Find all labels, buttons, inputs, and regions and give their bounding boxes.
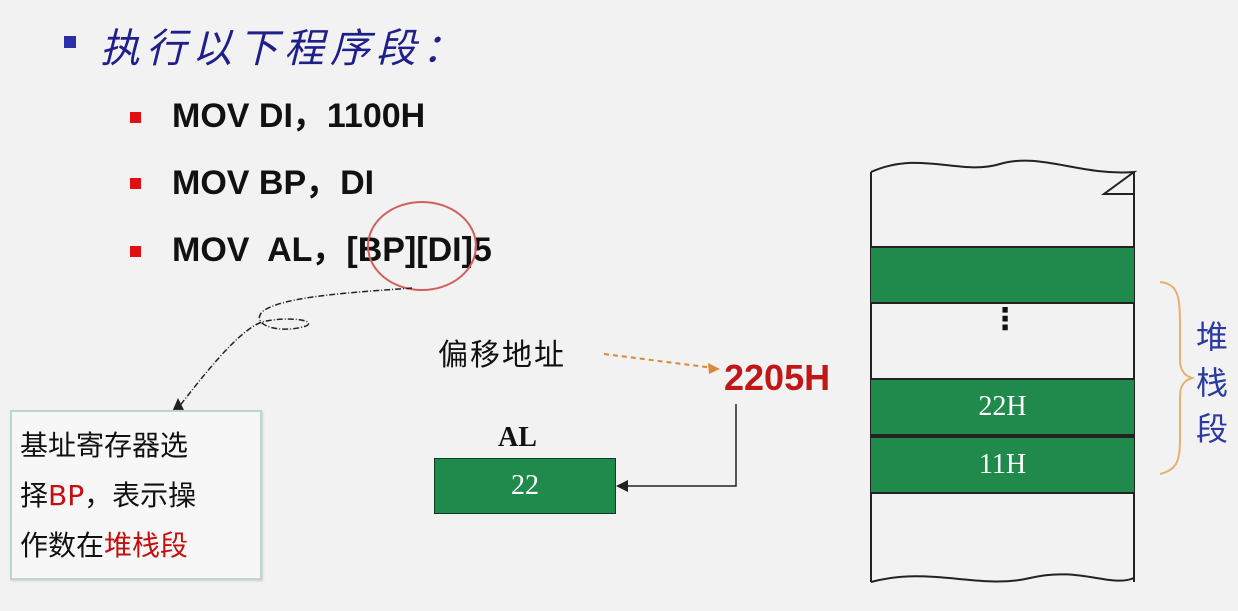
- slide-title: 执行以下程序段：: [100, 26, 468, 72]
- stack-brace: [1159, 281, 1196, 475]
- effective-address: 2205H: [724, 357, 831, 398]
- register-value-box: 22: [434, 458, 616, 514]
- note-line-3: 作数在堆栈段: [20, 529, 189, 562]
- code-line-2: MOV BP，DI: [172, 164, 375, 202]
- code-line-1: MOV DI，1100H: [172, 97, 426, 135]
- memory-ellipsis: ⋮: [990, 302, 1020, 337]
- annotation-curve: [177, 287, 413, 409]
- note-line-2: 择BP，表示操: [20, 479, 197, 512]
- memory-outline: [870, 172, 1135, 582]
- address-to-al-arrow: [624, 404, 737, 487]
- memory-cell-11h: 11H: [871, 436, 1134, 494]
- code-line-3: MOV AL，[BP][DI]5: [172, 231, 492, 269]
- code-bullet: [130, 178, 141, 189]
- annotation-arrowhead: [172, 398, 184, 412]
- note-line-1: 基址寄存器选: [20, 429, 189, 462]
- title-bullet: [64, 36, 76, 48]
- memory-cell-top: [871, 246, 1134, 304]
- register-name: AL: [498, 422, 537, 453]
- note-box: [10, 410, 262, 580]
- stack-label-char-2: 栈: [1196, 364, 1229, 402]
- bp-highlight-ellipse: [367, 201, 477, 291]
- stack-label-char-1: 堆: [1196, 318, 1229, 356]
- code-bullet: [130, 246, 141, 257]
- memory-top-break: [870, 159, 1138, 195]
- code-bullet: [130, 112, 141, 123]
- offset-arrow: [603, 353, 715, 369]
- memory-bottom-break: [870, 573, 1135, 583]
- stack-label-char-3: 段: [1196, 410, 1229, 448]
- offset-label: 偏移地址: [438, 338, 566, 373]
- memory-cell-22h: 22H: [871, 378, 1134, 436]
